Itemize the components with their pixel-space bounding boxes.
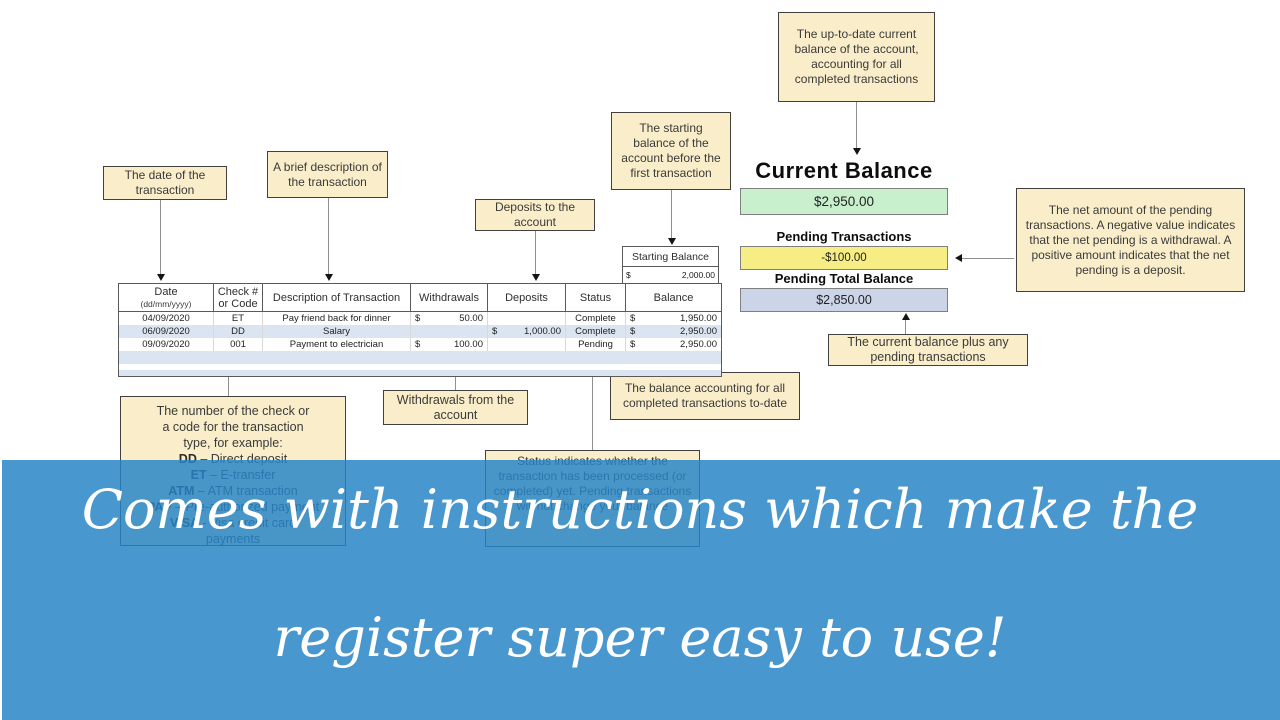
cell-date: 09/09/2020	[119, 338, 214, 351]
header-check: Check # or Code	[214, 284, 263, 311]
callout-net-pending: The net amount of the pending transactio…	[1016, 188, 1245, 292]
pending-total-value-box: $2,850.00	[740, 288, 948, 312]
cell-balance: $2,950.00	[630, 339, 717, 350]
table-row: 09/09/2020 001 Payment to electrician $1…	[119, 338, 721, 351]
table-header-row: Date (dd/mm/yyyy) Check # or Code Descri…	[119, 284, 721, 312]
cell-deposit	[488, 312, 566, 325]
cell-status: Complete	[566, 325, 626, 338]
banner-background	[2, 460, 1280, 720]
header-balance: Balance	[653, 291, 694, 304]
pending-transactions-label: Pending Transactions	[776, 229, 912, 244]
cell-balance: $1,950.00	[630, 313, 717, 324]
callout-current-balance-text: The up-to-date current balance of the ac…	[794, 27, 919, 86]
header-date: Date (dd/mm/yyyy)	[119, 284, 214, 311]
cell-check: ET	[214, 312, 263, 325]
callout-description-text: A brief description of the transaction	[273, 159, 382, 189]
header-deposits: Deposits	[488, 284, 566, 311]
pending-transactions-value-box: -$100.00	[740, 246, 948, 270]
starting-balance-box: Starting Balance $ 2,000.00	[622, 246, 719, 284]
cell-description: Pay friend back for dinner	[263, 312, 411, 325]
callout-balance-text: The balance accounting for all completed…	[622, 381, 788, 410]
banner-line-1: Comes with instructions which make the	[81, 478, 1199, 541]
cell-date: 04/09/2020	[119, 312, 214, 325]
empty-table-row	[119, 351, 721, 364]
callout-withdrawals-text: Withdrawals from the account	[396, 392, 515, 422]
header-withdrawals: Withdrawals	[411, 284, 488, 311]
cell-status: Pending	[566, 338, 626, 351]
cell-withdrawal: $100.00	[411, 338, 488, 351]
starting-balance-amount: 2,000.00	[681, 270, 715, 280]
callout-date-text: The date of the transaction	[124, 168, 206, 197]
cell-withdrawal	[411, 325, 488, 338]
cell-check: DD	[214, 325, 263, 338]
cell-description: Payment to electrician	[263, 338, 411, 351]
pending-total-label: Pending Total Balance	[774, 271, 914, 286]
callout-pending-total: The current balance plus any pending tra…	[828, 334, 1028, 366]
table-row: 06/09/2020 DD Salary $1,000.00 Complete …	[119, 325, 721, 338]
current-balance-title: Current Balance	[755, 158, 933, 183]
current-balance-value: $2,950.00	[813, 194, 875, 209]
cell-check: 001	[214, 338, 263, 351]
callout-check-intro-3: type, for example:	[183, 436, 283, 450]
pending-total-value: $2,850.00	[816, 293, 872, 307]
starting-balance-value: $ 2,000.00	[623, 267, 718, 283]
callout-current-balance: The up-to-date current balance of the ac…	[778, 12, 935, 102]
cell-deposit	[488, 338, 566, 351]
cell-withdrawal: $50.00	[411, 312, 488, 325]
callout-pending-total-text: The current balance plus any pending tra…	[847, 335, 1009, 364]
cell-balance: $2,950.00	[630, 326, 717, 337]
callout-deposits-text: Deposits to the account	[494, 200, 576, 229]
header-description: Description of Transaction	[263, 284, 411, 311]
pending-transactions-value: -$100.00	[821, 252, 867, 264]
starting-balance-currency: $	[626, 270, 631, 280]
callout-starting-balance: The starting balance of the account befo…	[611, 112, 731, 190]
callout-deposits: Deposits to the account	[475, 199, 595, 231]
cell-description: Salary	[263, 325, 411, 338]
callout-check-intro-1: The number of the check or	[156, 404, 310, 418]
cell-date: 06/09/2020	[119, 325, 214, 338]
callout-check-intro-2: a code for the transaction	[162, 420, 304, 434]
register-table: Date (dd/mm/yyyy) Check # or Code Descri…	[118, 283, 722, 377]
cell-status: Complete	[566, 312, 626, 325]
cell-deposit: $1,000.00	[488, 325, 566, 338]
table-row: 04/09/2020 ET Pay friend back for dinner…	[119, 312, 721, 325]
header-status: Status	[566, 284, 626, 311]
callout-starting-balance-text: The starting balance of the account befo…	[621, 121, 721, 180]
callout-net-pending-text: The net amount of the pending transactio…	[1025, 202, 1236, 277]
callout-balance: The balance accounting for all completed…	[610, 372, 800, 420]
empty-table-row	[119, 370, 721, 376]
starting-balance-label: Starting Balance	[623, 247, 718, 267]
callout-description: A brief description of the transaction	[267, 151, 388, 198]
callout-withdrawals: Withdrawals from the account	[383, 390, 528, 425]
banner-line-2: register super easy to use!	[273, 606, 1007, 669]
callout-date: The date of the transaction	[103, 166, 227, 200]
current-balance-value-box: $2,950.00	[740, 188, 948, 215]
